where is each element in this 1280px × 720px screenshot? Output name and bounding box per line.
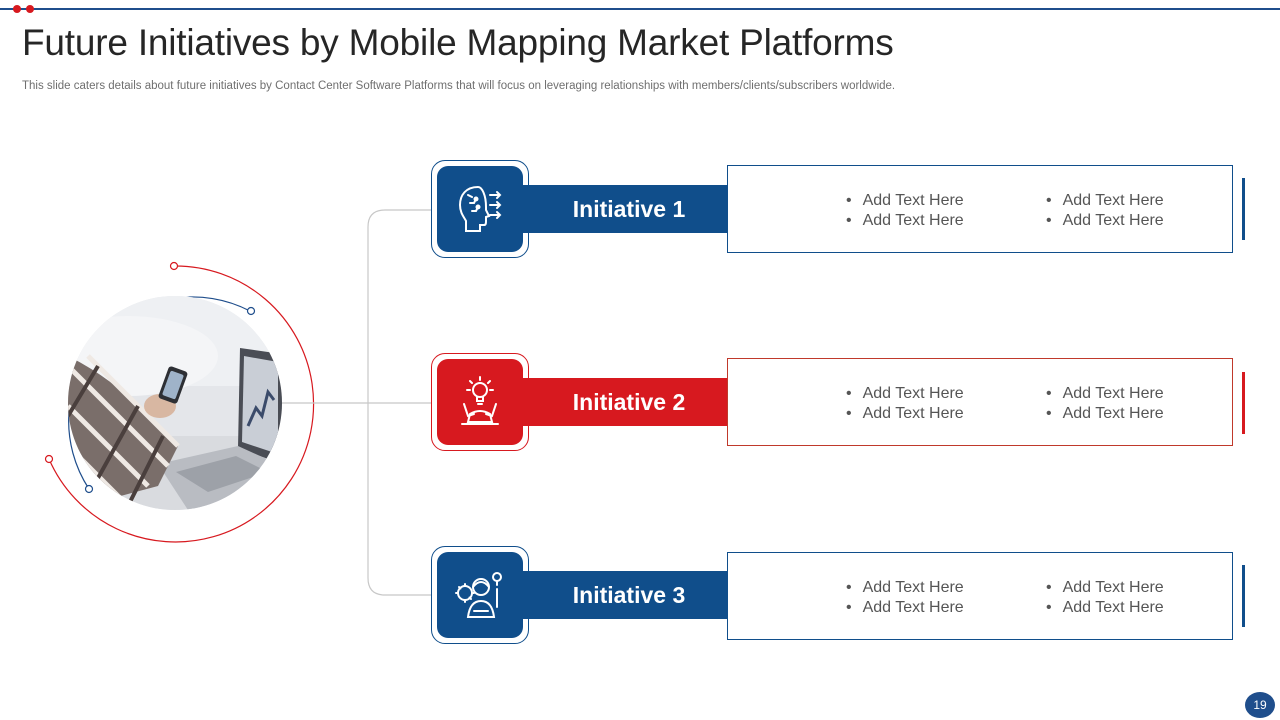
initiative-2-label: Initiative 2 <box>572 388 686 415</box>
top-rule <box>0 8 1280 10</box>
bullet-item: Add Text Here <box>846 404 964 424</box>
bullet-item: Add Text Here <box>1046 384 1164 404</box>
idea-person-icon <box>461 376 499 425</box>
page-number: 19 <box>1245 692 1275 718</box>
initiative-3-bullets-col2: Add Text Here Add Text Here <box>1046 578 1164 617</box>
initiative-1-icon-box <box>431 160 529 258</box>
initiative-3-accent-bar <box>1242 565 1245 627</box>
initiative-2-bullets-col2: Add Text Here Add Text Here <box>1046 384 1164 423</box>
initiative-2-text-box: Add Text Here Add Text Here Add Text Her… <box>727 358 1233 446</box>
initiative-1-label: Initiative 1 <box>572 195 686 222</box>
initiative-2-bullets-col1: Add Text Here Add Text Here <box>846 384 964 423</box>
bullet-item: Add Text Here <box>846 384 964 404</box>
bullet-item: Add Text Here <box>1046 598 1164 618</box>
bullet-item: Add Text Here <box>846 578 964 598</box>
slide-subtitle: This slide caters details about future i… <box>22 80 896 92</box>
initiative-1-bullets-col1: Add Text Here Add Text Here <box>846 191 964 230</box>
bullet-item: Add Text Here <box>846 211 964 231</box>
initiative-1-accent-bar <box>1242 178 1245 240</box>
initiative-2-icon-box <box>431 353 529 451</box>
bullet-item: Add Text Here <box>846 191 964 211</box>
initiative-1-bullets-col2: Add Text Here Add Text Here <box>1046 191 1164 230</box>
initiative-3-banner: Initiative 3 <box>520 571 758 619</box>
initiative-3-text-box: Add Text Here Add Text Here Add Text Her… <box>727 552 1233 640</box>
laptop-photo <box>68 296 282 510</box>
initiative-3-bullets-col1: Add Text Here Add Text Here <box>846 578 964 617</box>
initiative-3-icon-box <box>431 546 529 644</box>
arc-end-dot <box>246 306 256 316</box>
arc-end-dot <box>169 261 179 271</box>
arc-end-dot <box>44 454 54 464</box>
initiative-1-banner: Initiative 1 <box>520 185 758 233</box>
bullet-item: Add Text Here <box>1046 404 1164 424</box>
bullet-item: Add Text Here <box>1046 191 1164 211</box>
bullet-item: Add Text Here <box>1046 211 1164 231</box>
initiative-3-label: Initiative 3 <box>572 581 686 608</box>
initiative-2-banner: Initiative 2 <box>520 378 758 426</box>
slide-title: Future Initiatives by Mobile Mapping Mar… <box>22 22 894 63</box>
top-dot <box>26 5 34 13</box>
bullet-item: Add Text Here <box>846 598 964 618</box>
initiative-1-text-box: Add Text Here Add Text Here Add Text Her… <box>727 165 1233 253</box>
initiative-2-accent-bar <box>1242 372 1245 434</box>
top-dot <box>13 5 21 13</box>
arc-end-dot <box>84 484 94 494</box>
bullet-item: Add Text Here <box>1046 578 1164 598</box>
ai-head-icon <box>458 185 502 232</box>
red-arc <box>48 265 315 543</box>
thinking-person-icon <box>455 572 502 618</box>
